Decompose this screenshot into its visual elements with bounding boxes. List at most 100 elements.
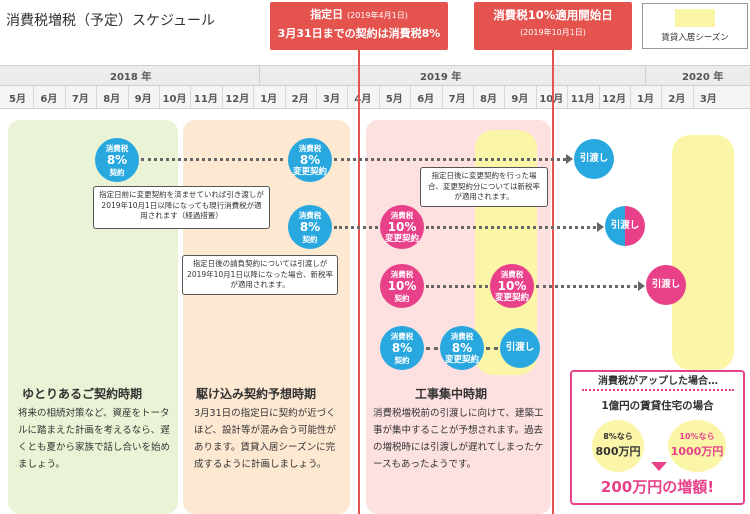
month-separator bbox=[567, 86, 569, 108]
month-label: 9月 bbox=[134, 94, 152, 105]
tax-label: 消費税 bbox=[500, 270, 524, 279]
month-separator bbox=[96, 86, 98, 108]
month-label: 2月 bbox=[668, 94, 686, 105]
tax10-change-contract-circle: 消費税 10% 変更契約 bbox=[490, 264, 534, 308]
dotted-connector bbox=[426, 226, 596, 229]
info-result: 200万円の増額! bbox=[600, 478, 715, 496]
rental-season-band bbox=[672, 135, 734, 370]
tax-rate: 8% bbox=[451, 341, 473, 355]
effective-date: (2019年10月1日) bbox=[520, 28, 586, 37]
effective-date-line bbox=[552, 50, 554, 514]
period-a-title: ゆとりあるご契約時期 bbox=[22, 387, 143, 401]
page-title: 消費税増税（予定）スケジュール bbox=[6, 13, 216, 29]
tax-rate: 10% bbox=[387, 220, 417, 234]
month-separator bbox=[127, 86, 129, 108]
tax8-contract-circle: 消費税 8% 契約 bbox=[288, 205, 332, 249]
month-label: 2月 bbox=[291, 94, 309, 105]
year-label-2018: 2018 年 bbox=[110, 72, 152, 83]
month-separator bbox=[221, 86, 223, 108]
month-label: 6月 bbox=[40, 94, 58, 105]
legend-swatch bbox=[675, 9, 715, 27]
change-contract-label: 変更契約 bbox=[292, 167, 327, 177]
dotted-connector bbox=[141, 158, 283, 161]
month-separator bbox=[692, 86, 694, 108]
case-8-rate: 8%なら bbox=[603, 432, 633, 441]
change-contract-label: 変更契約 bbox=[494, 293, 529, 303]
dotted-connector bbox=[334, 158, 566, 161]
month-separator bbox=[473, 86, 474, 108]
month-separator bbox=[630, 86, 631, 108]
period-b-title: 駆け込み契約予想時期 bbox=[196, 387, 317, 401]
month-label: 5月 bbox=[385, 94, 403, 105]
month-label: 11月 bbox=[570, 94, 595, 105]
month-label: 5月 bbox=[9, 94, 26, 105]
tax-rate: 10% bbox=[387, 279, 417, 293]
arrow-head-icon bbox=[638, 281, 645, 291]
tax-increase-example-box: 消費税がアップした場合… 1億円の賃貸住宅の場合 8%なら 800万円 10%な… bbox=[570, 370, 745, 505]
info-header: 消費税がアップした場合… bbox=[582, 372, 734, 391]
month-separator bbox=[378, 86, 380, 108]
month-label: 3月 bbox=[699, 94, 717, 105]
year-separator bbox=[259, 66, 260, 85]
year-label-2020: 2020 年 bbox=[682, 72, 724, 83]
tax10-contract-circle: 消費税 10% 契約 bbox=[380, 264, 424, 308]
dotted-connector bbox=[334, 226, 378, 229]
month-separator bbox=[159, 86, 160, 108]
tax-label: 消費税 bbox=[390, 270, 414, 279]
tax10-change-contract-circle: 消費税 10% 変更契約 bbox=[380, 205, 424, 249]
month-label: 7月 bbox=[448, 94, 466, 105]
contract-label: 契約 bbox=[302, 235, 318, 244]
contract-label: 契約 bbox=[394, 356, 410, 365]
month-label: 12月 bbox=[602, 94, 627, 105]
month-separator bbox=[190, 86, 192, 108]
tax-label: 消費税 bbox=[298, 144, 322, 153]
year-label-2019: 2019 年 bbox=[420, 72, 462, 83]
case-10-rate: 10%なら bbox=[679, 432, 715, 441]
month-separator bbox=[535, 86, 537, 108]
change-contract-label: 変更契約 bbox=[444, 355, 479, 365]
month-separator bbox=[347, 86, 349, 108]
month-label: 10月 bbox=[536, 90, 567, 105]
month-label: 12月 bbox=[225, 94, 250, 105]
contract-label: 契約 bbox=[394, 294, 410, 303]
callout-new-rate-contract: 指定日後の請負契約については引渡しが2019年10月1日以降になった場合、新税率… bbox=[182, 255, 338, 295]
month-separator bbox=[661, 86, 663, 108]
designated-date-banner: 指定日 (2019年4月1日) 3月31日までの契約は消費税8% bbox=[270, 2, 448, 50]
tax8-change-contract-circle: 消費税 8% 変更契約 bbox=[288, 138, 332, 182]
case-10-amount: 1000万円 bbox=[670, 445, 724, 458]
designated-date: (2019年4月1日) bbox=[347, 11, 408, 20]
month-label: 1月 bbox=[637, 94, 654, 105]
tax-label: 消費税 bbox=[105, 144, 129, 153]
month-separator bbox=[64, 86, 66, 108]
month-label: 6月 bbox=[417, 94, 435, 105]
tax-label: 消費税 bbox=[390, 332, 414, 341]
designated-date-line bbox=[358, 50, 360, 514]
period-a-desc: 将来の相続対策など、資産をトータルに踏まえた計画を考えるなら、遅くとも夏から家族… bbox=[18, 408, 171, 470]
case-10-bubble: 10%なら 1000万円 bbox=[668, 420, 726, 472]
designated-note: 3月31日までの契約は消費税8% bbox=[277, 27, 441, 40]
tax-label: 消費税 bbox=[390, 211, 414, 220]
effective-date-banner: 消費税10%適用開始日 (2019年10月1日) bbox=[474, 2, 632, 50]
period-rush bbox=[183, 120, 350, 514]
arrow-head-icon bbox=[597, 222, 604, 232]
tax8-contract-circle: 消費税 8% 契約 bbox=[380, 326, 424, 370]
dotted-connector bbox=[536, 285, 637, 288]
case-8-amount: 800万円 bbox=[595, 445, 641, 458]
period-c-desc: 消費税増税前の引渡しに向けて、建築工事が集中することが予想されます。過去の増税時… bbox=[373, 408, 544, 470]
legend: 賃貸入居シーズン bbox=[642, 3, 748, 49]
handover-circle: 引渡し bbox=[605, 206, 645, 246]
month-label: 8月 bbox=[103, 94, 121, 105]
designated-title: 指定日 bbox=[310, 8, 344, 21]
change-contract-label: 変更契約 bbox=[384, 234, 419, 244]
month-separator bbox=[284, 86, 286, 108]
month-separator bbox=[410, 86, 412, 108]
month-label: 3月 bbox=[323, 94, 340, 105]
month-label: 1月 bbox=[260, 94, 278, 105]
callout-transitional: 指定日前に変更契約を済ませていれば引き渡しが2019年10月1日以降になっても現… bbox=[93, 186, 270, 229]
tax8-contract-circle: 消費税 8% 契約 bbox=[95, 138, 139, 182]
tax-rate: 10% bbox=[497, 279, 527, 293]
period-c-title: 工事集中時期 bbox=[415, 387, 488, 401]
year-separator bbox=[645, 66, 646, 85]
month-label: 9月 bbox=[511, 94, 529, 105]
